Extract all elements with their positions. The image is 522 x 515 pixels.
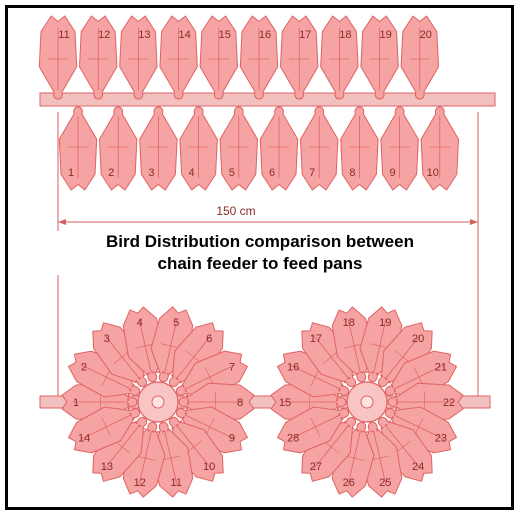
pan-bird-label-18: 18: [343, 317, 355, 329]
pan-bird-label-4: 4: [137, 317, 143, 329]
bird-bottom-5: [220, 107, 257, 190]
pan-bird-label-8: 8: [237, 397, 243, 409]
bird-bottom-4: [180, 107, 217, 190]
pan-bird-label-17: 17: [310, 333, 322, 345]
bird-label-bottom-3: 3: [148, 167, 154, 179]
bird-label-bottom-7: 7: [309, 167, 315, 179]
pan-bird-label-19: 19: [379, 317, 391, 329]
bird-label-top-18: 18: [339, 29, 351, 41]
bird-label-top-11: 11: [58, 29, 69, 41]
chain-feeder-pipe: [40, 93, 495, 106]
pan-bird-label-12: 12: [134, 477, 146, 489]
feed-pan-right: 15 16 17 18 19 20 21 22 23 24 25 26 27 28: [271, 304, 463, 500]
bird-label-top-13: 13: [138, 29, 150, 41]
bottom-bird-row: 1 2 3 4 5 6 7 8 9 10: [59, 107, 458, 190]
bird-label-top-16: 16: [259, 29, 271, 41]
caption-line-1: Bird Distribution comparison between: [55, 231, 465, 253]
pan-bird-label-14: 14: [78, 433, 90, 445]
pan-bird-label-5: 5: [173, 317, 179, 329]
caption-line-2: chain feeder to feed pans: [55, 253, 465, 275]
pan-bird-label-24: 24: [412, 461, 424, 473]
bird-bottom-7: [301, 107, 338, 190]
pan-bird-label-26: 26: [343, 477, 355, 489]
pan-bird-label-27: 27: [310, 461, 322, 473]
bird-bottom-9: [381, 107, 418, 190]
bird-label-top-14: 14: [178, 29, 190, 41]
bird-label-bottom-10: 10: [427, 167, 439, 179]
bird-label-bottom-5: 5: [229, 167, 235, 179]
pan-bird-label-20: 20: [412, 333, 424, 345]
bird-label-bottom-2: 2: [108, 167, 114, 179]
pan-bird-label-10: 10: [203, 461, 215, 473]
pan-bird-label-28: 28: [287, 433, 299, 445]
pan-bird-label-6: 6: [206, 333, 212, 345]
bird-label-bottom-8: 8: [349, 167, 355, 179]
pan-bird-label-15: 15: [279, 397, 291, 409]
bird-bottom-6: [260, 107, 297, 190]
bird-bottom-2: [100, 107, 137, 190]
pan-bird-label-21: 21: [435, 361, 447, 373]
bird-label-top-12: 12: [98, 29, 110, 41]
pan-bird-label-3: 3: [104, 333, 110, 345]
pan-bird-label-22: 22: [443, 397, 455, 409]
bird-label-bottom-9: 9: [390, 167, 396, 179]
pan-bird-label-23: 23: [435, 433, 447, 445]
pan-bird-label-1: 1: [73, 397, 79, 409]
bird-label-bottom-6: 6: [269, 167, 275, 179]
pan-bird-label-13: 13: [101, 461, 113, 473]
pan-bird-label-2: 2: [81, 361, 87, 373]
bird-label-bottom-4: 4: [189, 167, 195, 179]
bird-label-top-17: 17: [299, 29, 311, 41]
pan-bird-label-9: 9: [229, 433, 235, 445]
pan-bird-label-25: 25: [379, 477, 391, 489]
pan-bird-label-7: 7: [229, 361, 235, 373]
bird-label-top-20: 20: [420, 29, 432, 41]
bird-label-top-19: 19: [379, 29, 391, 41]
caption: Bird Distribution comparison between cha…: [55, 231, 465, 275]
top-bird-row: 11 12 13 14 15 16 17 18 19 20: [39, 16, 438, 99]
pan-bird-label-11: 11: [171, 477, 182, 489]
bird-label-bottom-1: 1: [68, 167, 74, 179]
bird-label-top-15: 15: [219, 29, 231, 41]
pan-bird-label-16: 16: [287, 361, 299, 373]
dimension-label: 150 cm: [216, 204, 255, 218]
bird-bottom-3: [140, 107, 177, 190]
bird-bottom-8: [341, 107, 378, 190]
bird-bottom-1: [59, 107, 96, 190]
